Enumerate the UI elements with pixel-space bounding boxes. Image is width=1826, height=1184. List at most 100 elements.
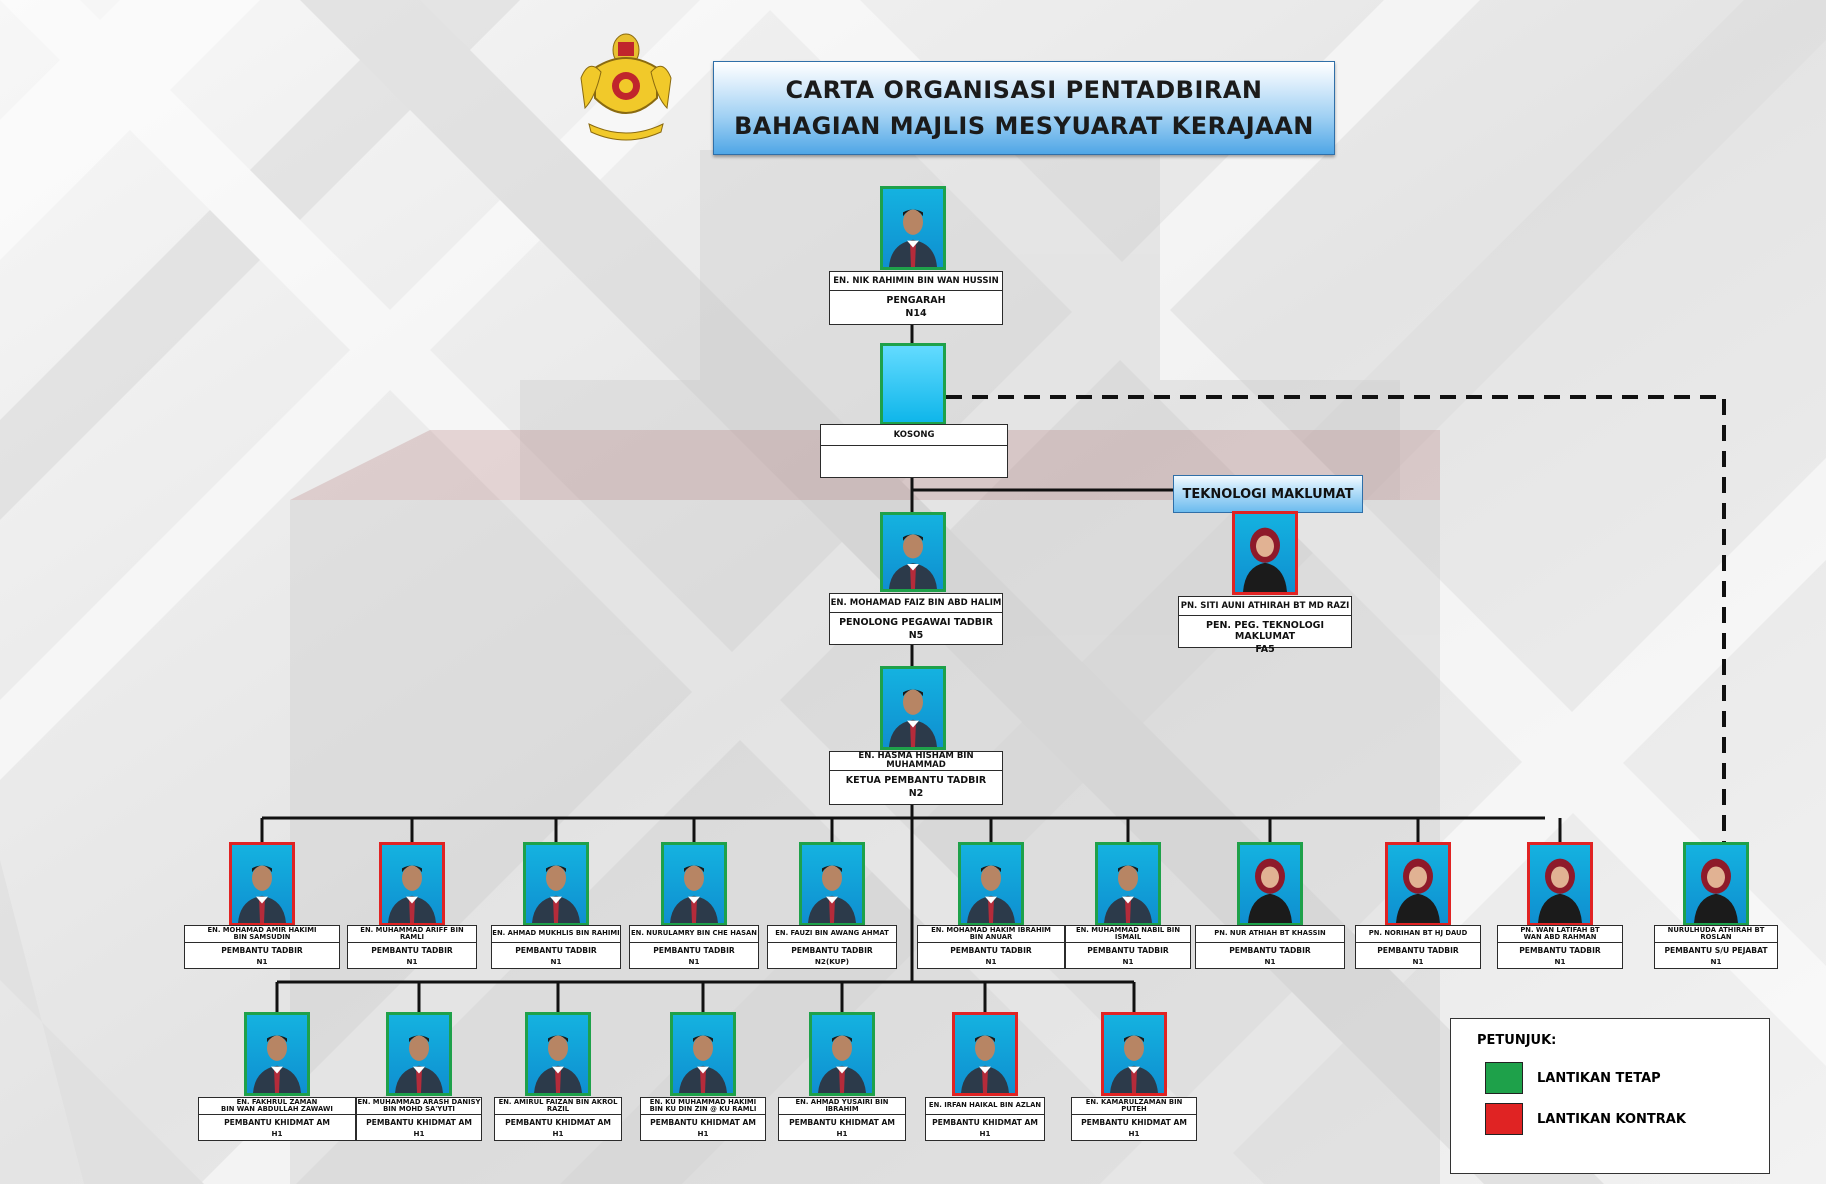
legend-title: PETUNJUK: [1477,1033,1557,1048]
staff-name-line-1: EN. MUHAMMAD NABIL BIN ISMAIL [1075,925,1181,941]
row1-photo-5 [958,842,1024,926]
staff-name-line-1: EN. MUHAMMAD ARASH DANISY [357,1097,481,1106]
staff-name-line-1: EN. AMIRUL FAIZAN BIN AKROL RAZIL [498,1097,618,1113]
row1-card-1: EN. MUHAMMAD ARIFF BIN RAMLI PEMBANTU TAD… [347,925,477,969]
it-unit-label: TEKNOLOGI MAKLUMAT [1173,475,1363,513]
legend-label-permanent: LANTIKAN TETAP [1537,1071,1661,1086]
n2-head-clerk-grade: N2 [908,788,924,799]
n5-officer-name: EN. MOHAMAD FAIZ BIN ABD HALIM [830,594,1002,613]
staff-name-line-1: PN. NORIHAN BT HJ DAUD [1368,929,1468,938]
title-line-1: CARTA ORGANISASI PENTADBIRAN [785,76,1263,104]
staff-position: PEMBANTU TADBIR [1229,946,1311,955]
it-officer-grade: FA5 [1255,644,1275,655]
staff-name: EN. AHMAD YUSAIRI BIN IBRAHIM [779,1098,905,1115]
staff-position: PEMBANTU TADBIR [1377,946,1459,955]
director-name: EN. NIK RAHIMIN BIN WAN HUSSIN [830,272,1002,291]
staff-name: PN. NUR ATHIAH BT KHASSIN [1196,926,1344,943]
staff-grade: N1 [688,957,700,966]
row2-card-6: EN. KAMARULZAMAN BIN PUTEH PEMBANTU KHIDM… [1071,1097,1197,1141]
photo-vacant-placeholder [880,343,946,425]
row1-photo-0 [229,842,295,926]
staff-position: PEMBANTU KHIDMAT AM [366,1118,472,1127]
staff-position: PEMBANTU TADBIR [371,946,453,955]
card-it-officer: PN. SITI AUNI ATHIRAH BT MD RAZI PEN. PE… [1178,596,1352,655]
staff-name: EN. AHMAD MUKHLIS BIN RAHIMI [492,926,620,943]
staff-position: PEMBANTU TADBIR [515,946,597,955]
it-officer-position: PEN. PEG. TEKNOLOGI MAKLUMAT [1206,620,1324,642]
card-vacant: KOSONG [820,424,1008,478]
card-director: EN. NIK RAHIMIN BIN WAN HUSSIN PENGARAH … [829,271,1003,325]
row1-photo-8 [1385,842,1451,926]
n2-head-clerk-position: KETUA PEMBANTU TADBIR [845,775,987,786]
row2-card-2: EN. AMIRUL FAIZAN BIN AKROL RAZIL PEMBANT… [494,1097,622,1141]
staff-name: PN. NORIHAN BT HJ DAUD [1356,926,1480,943]
it-officer-name: PN. SITI AUNI ATHIRAH BT MD RAZI [1179,597,1351,616]
row2-photo-6 [1101,1012,1167,1096]
staff-name-line-1: NURULHUDA ATHIRAH BT ROSLAN [1667,925,1765,941]
row1-photo-4 [799,842,865,926]
row1-photo-2 [523,842,589,926]
n5-officer-grade: N5 [908,630,924,641]
staff-grade: N1 [1710,957,1722,966]
staff-name-line-1: EN. MUHAMMAD ARIFF BIN RAMLI [360,925,464,941]
row1-photo-7 [1237,842,1303,926]
state-crest-logo [580,33,672,141]
director-position: PENGARAH [886,295,946,306]
staff-position: PEMBANTU KHIDMAT AM [1081,1118,1187,1127]
staff-name-line-2: BIN WAN ABDULLAH ZAWAWI [221,1105,333,1113]
staff-grade: H1 [1128,1129,1140,1138]
staff-name: EN. FAUZI BIN AWANG AHMAT [768,926,896,943]
staff-name-line-2: BIN KU DIN ZIN @ KU RAMLI [649,1105,757,1113]
staff-position: PEMBANTU KHIDMAT AM [505,1118,611,1127]
staff-name: EN. IRFAN HAIKAL BIN AZLAN [926,1098,1044,1115]
staff-position: PEMBANTU TADBIR [791,946,873,955]
staff-grade: H1 [413,1129,425,1138]
staff-name-line-2: BIN MOHD SA'YUTI [383,1105,455,1113]
staff-position: PEMBANTU KHIDMAT AM [650,1118,756,1127]
row1-photo-1 [379,842,445,926]
row2-photo-0 [244,1012,310,1096]
n5-officer-position: PENOLONG PEGAWAI TADBIR [839,617,993,628]
staff-name-line-1: EN. MOHAMAD AMIR HAKIMI [207,925,317,934]
staff-grade: H1 [697,1129,709,1138]
n2-head-clerk-name: EN. HASMA HISHAM BIN MUHAMMAD [830,752,1002,771]
title-line-2: BAHAGIAN MAJLIS MESYUARAT KERAJAAN [734,112,1314,140]
staff-name-line-1: EN. AHMAD MUKHLIS BIN RAHIMI [492,929,620,938]
row1-card-6: EN. MUHAMMAD NABIL BIN ISMAIL PEMBANTU TA… [1065,925,1191,969]
staff-name-line-2: BIN SAMSUDIN [233,933,291,941]
staff-name: EN. KAMARULZAMAN BIN PUTEH [1072,1098,1196,1115]
staff-grade: N1 [406,957,418,966]
row1-card-7: PN. NUR ATHIAH BT KHASSIN PEMBANTU TADBIR… [1195,925,1345,969]
staff-name-line-1: EN. KU MUHAMMAD HAKIMI [649,1097,757,1106]
staff-position: PEMBANTU TADBIR [1087,946,1169,955]
staff-grade: N2(KUP) [814,957,850,966]
staff-name: EN. NURULAMRY BIN CHE HASAN [630,926,758,943]
row1-photo-6 [1095,842,1161,926]
staff-grade: N1 [1122,957,1134,966]
row2-photo-5 [952,1012,1018,1096]
staff-grade: N1 [550,957,562,966]
staff-name-line-1: EN. IRFAN HAIKAL BIN AZLAN [928,1101,1042,1110]
vacant-name: KOSONG [821,425,1007,446]
staff-position: PEMBANTU TADBIR [221,946,303,955]
card-n5-officer: EN. MOHAMAD FAIZ BIN ABD HALIM PENOLONG … [829,593,1003,645]
legend-swatch-permanent [1485,1062,1523,1094]
legend-label-contract: LANTIKAN KONTRAK [1537,1112,1686,1127]
staff-name-line-1: EN. FAUZI BIN AWANG AHMAT [775,929,889,938]
staff-name-line-1: EN. KAMARULZAMAN BIN PUTEH [1085,1097,1183,1113]
staff-name-line-1: EN. MOHAMAD HAKIM IBRAHIM [931,925,1051,934]
staff-grade: H1 [979,1129,991,1138]
